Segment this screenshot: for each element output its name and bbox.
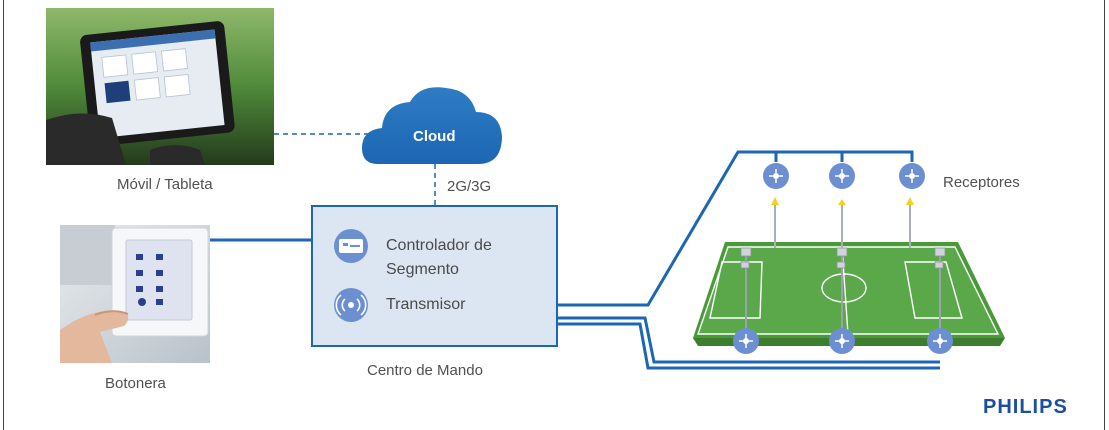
tablet-label: Móvil / Tableta [117, 176, 213, 193]
botonera-photo [60, 225, 210, 363]
controller-label-line2: Segmento [386, 261, 459, 278]
tablet-photo [46, 8, 274, 165]
football-field [693, 242, 1005, 346]
controller-card-icon [334, 229, 368, 263]
field-network-lines [557, 150, 940, 370]
receiver-node-top-right [899, 163, 925, 189]
receiver-node-bottom-center [829, 328, 855, 354]
receiver-node-bottom-left [733, 328, 759, 354]
receiver-node-top-left [763, 163, 789, 189]
slide-right-border [1104, 0, 1105, 430]
light-poles [771, 197, 914, 248]
cloud-label: Cloud [413, 128, 456, 145]
receiver-node-top-center [829, 163, 855, 189]
wireless-broadcast-icon [334, 288, 368, 322]
botonera-label: Botonera [105, 375, 166, 392]
network-label: 2G/3G [447, 178, 492, 195]
receivers-label: Receptores [943, 174, 1020, 191]
transmitter-label: Transmisor [386, 296, 466, 313]
slide-left-border [3, 0, 4, 430]
control-center-label: Centro de Mando [367, 362, 483, 379]
cloud-shape [362, 87, 502, 164]
philips-logo: PHILIPS [983, 396, 1068, 418]
receiver-node-bottom-right [927, 328, 953, 354]
controller-label-line1: Controlador de [386, 237, 492, 254]
